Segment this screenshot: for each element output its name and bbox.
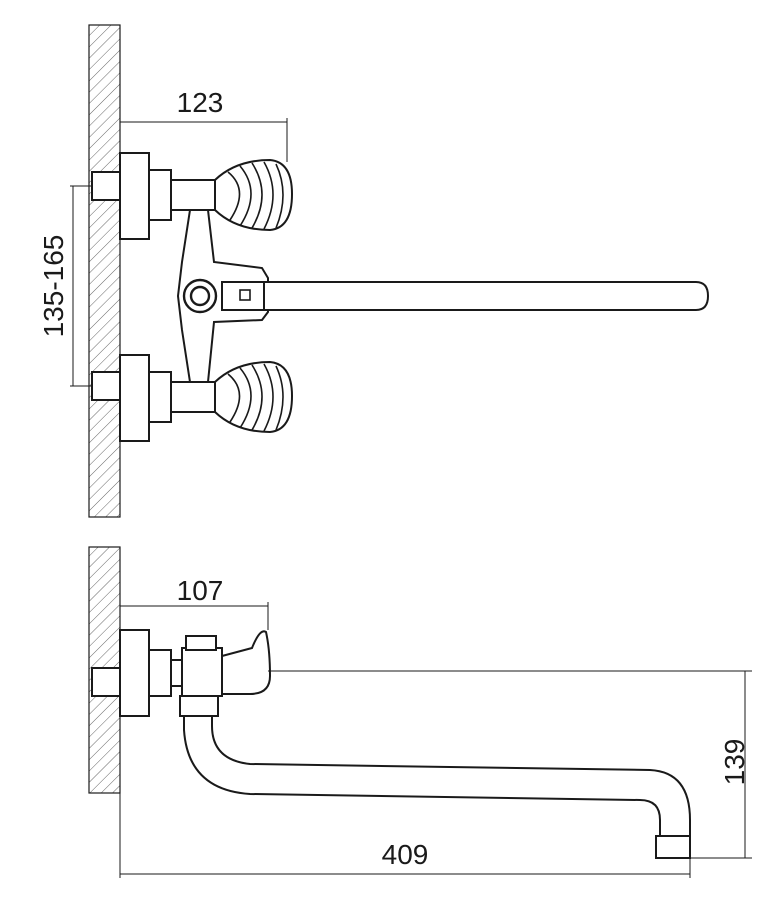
dim-label-107: 107 [177, 575, 224, 606]
wall-fitting-side [91, 629, 186, 717]
handle-lower [214, 360, 294, 434]
top-view: 123 135-165 [38, 24, 710, 518]
dimension-139: 139 [268, 670, 752, 859]
dim-label-123: 123 [177, 87, 224, 118]
wall-fitting-lower [91, 354, 216, 442]
wall-hatched-top [88, 24, 121, 518]
dim-label-139: 139 [719, 739, 750, 786]
diverter-side [179, 695, 219, 717]
side-view: 107 139 409 [88, 546, 752, 878]
spout-top [263, 281, 710, 311]
handle-upper [214, 158, 294, 232]
mixer-body-side [181, 647, 223, 697]
diverter-knob-inner [189, 285, 211, 307]
dimension-123: 123 [119, 87, 288, 162]
handle-lever-side [221, 630, 272, 695]
dimension-107: 107 [119, 575, 269, 630]
dim-label-409: 409 [382, 839, 429, 870]
spout-swivel [221, 281, 265, 311]
aerator-side [655, 835, 691, 859]
dim-label-135-165: 135-165 [38, 235, 69, 338]
dimension-135-165: 135-165 [38, 185, 92, 387]
spout-side [183, 715, 691, 837]
dimension-409: 409 [119, 793, 691, 878]
mixer-cap-side [185, 635, 217, 651]
wall-fitting-upper [91, 152, 216, 240]
